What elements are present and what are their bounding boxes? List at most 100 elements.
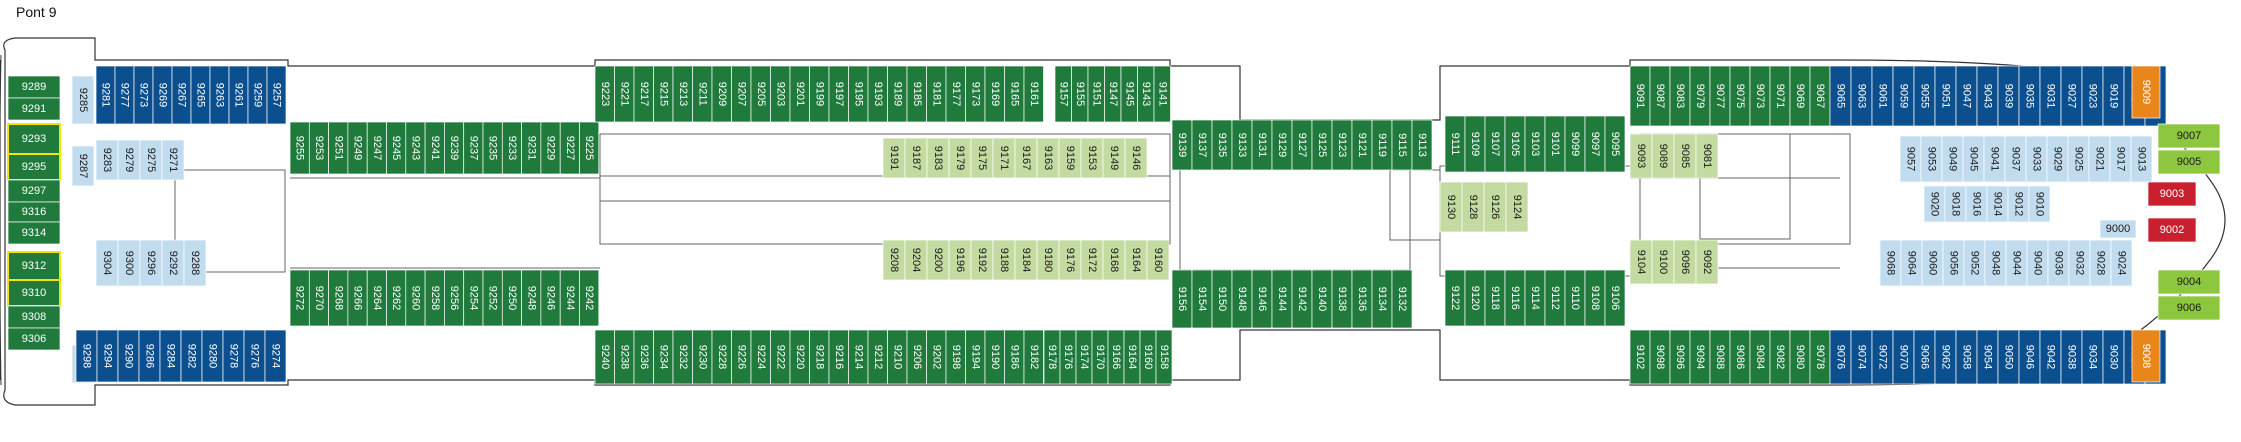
cabin-9031[interactable]: 9031 <box>2039 65 2062 127</box>
cabin-9271[interactable]: 9271 <box>161 139 185 181</box>
cabin-9058[interactable]: 9058 <box>1955 329 1978 385</box>
cabin-9027[interactable]: 9027 <box>2060 65 2083 127</box>
cabin-9209[interactable]: 9209 <box>711 65 732 123</box>
cabin-9138[interactable]: 9138 <box>1331 269 1353 329</box>
cabin-9085[interactable]: 9085 <box>1673 133 1697 179</box>
cabin-9005[interactable]: 9005 <box>2157 149 2221 175</box>
cabin-9245[interactable]: 9245 <box>386 121 407 175</box>
cabin-9032[interactable]: 9032 <box>2068 239 2091 287</box>
cabin-9176[interactable]: 9176 <box>1059 329 1077 385</box>
cabin-9260[interactable]: 9260 <box>405 269 426 327</box>
cabin-9210[interactable]: 9210 <box>887 329 908 385</box>
cabin-9028[interactable]: 9028 <box>2089 239 2112 287</box>
cabin-9059[interactable]: 9059 <box>1892 65 1915 127</box>
cabin-9044[interactable]: 9044 <box>2005 239 2028 287</box>
cabin-9143[interactable]: 9143 <box>1137 65 1155 123</box>
cabin-9145[interactable]: 9145 <box>1120 65 1138 123</box>
cabin-9080[interactable]: 9080 <box>1789 329 1811 385</box>
cabin-9239[interactable]: 9239 <box>444 121 465 175</box>
cabin-9125[interactable]: 9125 <box>1311 119 1333 171</box>
cabin-9141[interactable]: 9141 <box>1153 65 1171 123</box>
cabin-9316[interactable]: 9316 <box>7 201 61 223</box>
cabin-9159[interactable]: 9159 <box>1058 137 1082 179</box>
cabin-9033[interactable]: 9033 <box>2025 135 2048 183</box>
cabin-9185[interactable]: 9185 <box>906 65 927 123</box>
cabin-9224[interactable]: 9224 <box>750 329 771 385</box>
cabin-9297[interactable]: 9297 <box>7 179 61 203</box>
cabin-9199[interactable]: 9199 <box>809 65 830 123</box>
cabin-9130[interactable]: 9130 <box>1439 181 1463 233</box>
cabin-9166[interactable]: 9166 <box>1107 329 1125 385</box>
cabin-9055[interactable]: 9055 <box>1913 65 1936 127</box>
cabin-9040[interactable]: 9040 <box>2026 239 2049 287</box>
cabin-9201[interactable]: 9201 <box>789 65 810 123</box>
cabin-9308[interactable]: 9308 <box>7 305 61 329</box>
cabin-9139[interactable]: 9139 <box>1171 119 1193 171</box>
cabin-9266[interactable]: 9266 <box>347 269 368 327</box>
cabin-9255[interactable]: 9255 <box>289 121 310 175</box>
cabin-9232[interactable]: 9232 <box>672 329 693 385</box>
cabin-9177[interactable]: 9177 <box>945 65 966 123</box>
cabin-9070[interactable]: 9070 <box>1892 329 1915 385</box>
cabin-9110[interactable]: 9110 <box>1564 269 1586 327</box>
cabin-9217[interactable]: 9217 <box>633 65 654 123</box>
cabin-9250[interactable]: 9250 <box>501 269 522 327</box>
cabin-9030[interactable]: 9030 <box>2102 329 2125 385</box>
cabin-9017[interactable]: 9017 <box>2109 135 2132 183</box>
cabin-9182[interactable]: 9182 <box>1023 329 1044 385</box>
cabin-9258[interactable]: 9258 <box>424 269 445 327</box>
cabin-9272[interactable]: 9272 <box>289 269 310 327</box>
cabin-9148[interactable]: 9148 <box>1231 269 1253 329</box>
cabin-9135[interactable]: 9135 <box>1211 119 1233 171</box>
cabin-9123[interactable]: 9123 <box>1331 119 1353 171</box>
cabin-9108[interactable]: 9108 <box>1584 269 1606 327</box>
cabin-9310[interactable]: 9310 <box>7 279 61 307</box>
cabin-9118[interactable]: 9118 <box>1484 269 1506 327</box>
cabin-9195[interactable]: 9195 <box>848 65 869 123</box>
cabin-9023[interactable]: 9023 <box>2081 65 2104 127</box>
cabin-9063[interactable]: 9063 <box>1850 65 1873 127</box>
cabin-9163[interactable]: 9163 <box>1036 137 1060 179</box>
cabin-9228[interactable]: 9228 <box>711 329 732 385</box>
cabin-9225[interactable]: 9225 <box>579 121 600 175</box>
cabin-9165[interactable]: 9165 <box>1004 65 1025 123</box>
cabin-9246[interactable]: 9246 <box>540 269 561 327</box>
cabin-9248[interactable]: 9248 <box>521 269 542 327</box>
cabin-9296[interactable]: 9296 <box>139 239 163 287</box>
cabin-9253[interactable]: 9253 <box>308 121 329 175</box>
cabin-9206[interactable]: 9206 <box>906 329 927 385</box>
cabin-9146[interactable]: 9146 <box>1251 269 1273 329</box>
cabin-9174[interactable]: 9174 <box>1075 329 1093 385</box>
cabin-9142[interactable]: 9142 <box>1291 269 1313 329</box>
cabin-9041[interactable]: 9041 <box>1983 135 2006 183</box>
cabin-9173[interactable]: 9173 <box>965 65 986 123</box>
cabin-9150[interactable]: 9150 <box>1211 269 1233 329</box>
cabin-9087[interactable]: 9087 <box>1649 65 1671 127</box>
cabin-9153[interactable]: 9153 <box>1080 137 1104 179</box>
cabin-9186[interactable]: 9186 <box>1004 329 1025 385</box>
cabin-9161[interactable]: 9161 <box>1023 65 1044 123</box>
cabin-9164[interactable]: 9164 <box>1123 329 1141 385</box>
cabin-9233[interactable]: 9233 <box>501 121 522 175</box>
cabin-9018[interactable]: 9018 <box>1944 185 1967 223</box>
cabin-9051[interactable]: 9051 <box>1934 65 1957 127</box>
cabin-9259[interactable]: 9259 <box>247 65 268 125</box>
cabin-9269[interactable]: 9269 <box>152 65 173 125</box>
cabin-9133[interactable]: 9133 <box>1231 119 1253 171</box>
cabin-9084[interactable]: 9084 <box>1749 329 1771 385</box>
cabin-9197[interactable]: 9197 <box>828 65 849 123</box>
cabin-9179[interactable]: 9179 <box>948 137 972 179</box>
cabin-9289[interactable]: 9289 <box>7 75 61 99</box>
cabin-9193[interactable]: 9193 <box>867 65 888 123</box>
cabin-9176[interactable]: 9176 <box>1058 239 1082 281</box>
cabin-9278[interactable]: 9278 <box>222 329 245 383</box>
cabin-9155[interactable]: 9155 <box>1071 65 1089 123</box>
cabin-9068[interactable]: 9068 <box>1879 239 1902 287</box>
cabin-9168[interactable]: 9168 <box>1102 239 1126 281</box>
cabin-9065[interactable]: 9065 <box>1829 65 1852 127</box>
cabin-9095[interactable]: 9095 <box>1604 115 1626 173</box>
cabin-9277[interactable]: 9277 <box>114 65 135 125</box>
cabin-9214[interactable]: 9214 <box>848 329 869 385</box>
cabin-9222[interactable]: 9222 <box>770 329 791 385</box>
cabin-9097[interactable]: 9097 <box>1584 115 1606 173</box>
